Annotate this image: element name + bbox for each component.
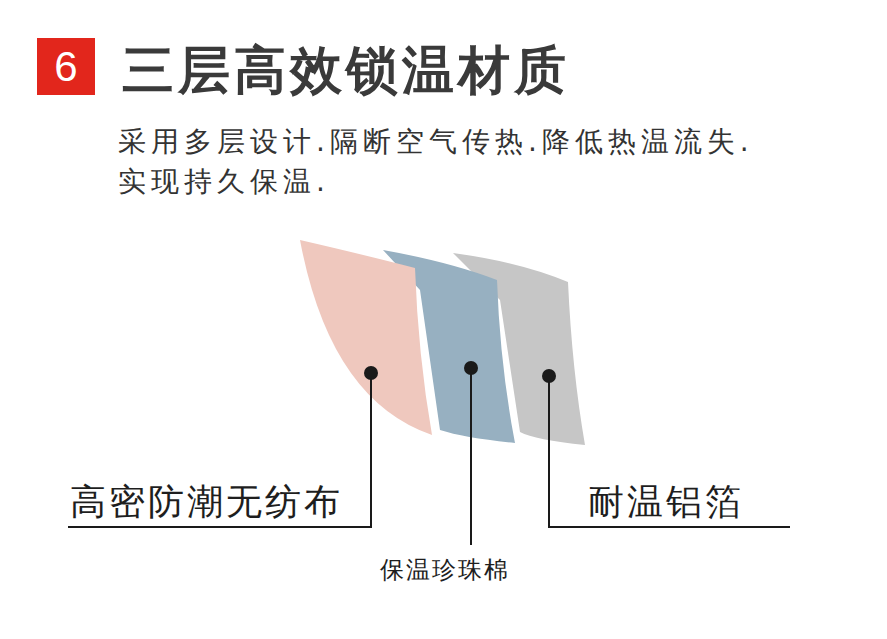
leader-dot	[464, 361, 478, 375]
description-text: 采用多层设计.隔断空气传热.降低热温流失.实现持久保温.	[118, 122, 783, 202]
nonwoven-layer	[300, 240, 432, 435]
leader-line	[470, 368, 472, 545]
layer-label: 保温珍珠棉	[380, 554, 510, 586]
leader-dot	[542, 369, 556, 383]
leader-line	[68, 373, 371, 527]
layer-label: 高密防潮无纺布	[70, 478, 343, 527]
leader-dot	[364, 366, 378, 380]
badge-number: 6	[54, 43, 77, 91]
layer-label: 耐温铝箔	[588, 478, 744, 527]
number-badge: 6	[37, 38, 95, 95]
leader-line	[549, 376, 790, 527]
diagram-title: 三层高效锁温材质	[122, 36, 570, 106]
